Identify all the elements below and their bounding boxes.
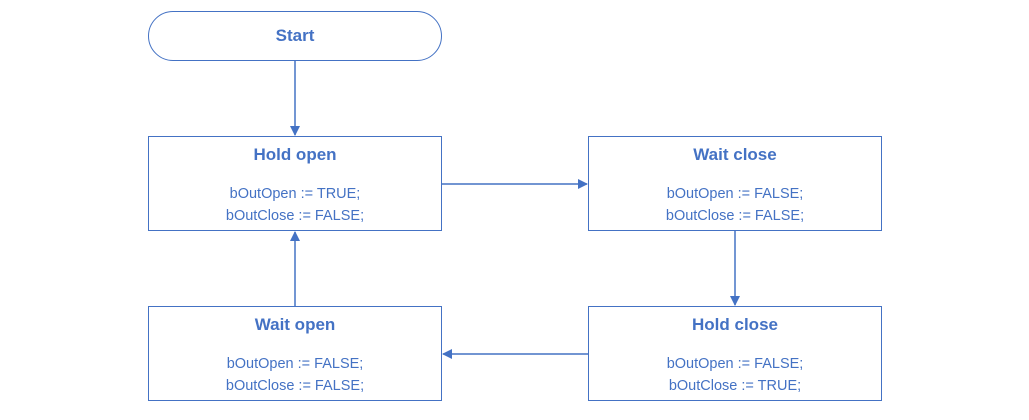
start-node: Start [148,11,442,61]
action-line: bOutClose := FALSE; [225,208,365,224]
action-line: bOutOpen := TRUE; [229,186,361,202]
action-line: bOutOpen := FALSE; [666,186,804,202]
state-hold-open: Hold open bOutOpen := TRUE; bOutClose :=… [148,136,442,231]
state-actions: bOutOpen := FALSE; bOutClose := FALSE; [589,183,881,227]
action-line: bOutOpen := FALSE; [226,356,364,372]
state-title: Hold open [253,145,337,164]
state-actions: bOutOpen := FALSE; bOutClose := TRUE; [589,353,881,397]
state-title: Hold close [692,315,778,334]
state-title: Wait open [254,315,336,334]
state-title: Wait close [693,145,777,164]
action-line: bOutOpen := FALSE; [666,356,804,372]
action-line: bOutClose := FALSE; [665,208,805,224]
start-label: Start [275,26,315,45]
state-actions: bOutOpen := FALSE; bOutClose := FALSE; [149,353,441,397]
action-line: bOutClose := FALSE; [225,378,365,394]
state-wait-close: Wait close bOutOpen := FALSE; bOutClose … [588,136,882,231]
state-hold-close: Hold close bOutOpen := FALSE; bOutClose … [588,306,882,401]
action-line: bOutClose := TRUE; [668,378,802,394]
state-wait-open: Wait open bOutOpen := FALSE; bOutClose :… [148,306,442,401]
state-actions: bOutOpen := TRUE; bOutClose := FALSE; [149,183,441,227]
